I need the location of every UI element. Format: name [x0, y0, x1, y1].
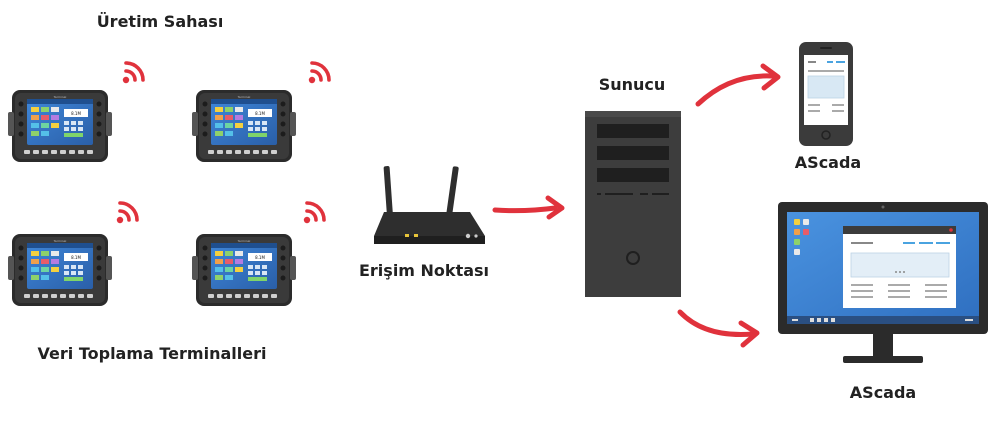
- terminal-brand-label: Terminal: [53, 239, 67, 243]
- terminal-brand-label: Terminal: [53, 95, 67, 99]
- wifi-signal-icon: [123, 63, 143, 83]
- wifi-signal-icon: [117, 203, 137, 223]
- terminal-readout: 8.1M: [255, 255, 265, 260]
- wifi-signal-icon: [309, 63, 329, 83]
- terminal-readout: 8.1M: [71, 111, 81, 116]
- ascada-mobile-label: AScada: [795, 153, 861, 172]
- ascada-desktop-label: AScada: [850, 383, 916, 402]
- wifi-signal-icon: [304, 203, 324, 223]
- terminal-bottom-left: Terminal 8.1M: [8, 234, 112, 306]
- arrow-icon: [495, 208, 555, 211]
- terminal-top-right: Terminal 8.1M: [192, 90, 296, 162]
- server-tower-icon: [585, 111, 681, 297]
- smartphone-icon: [799, 42, 853, 146]
- arrow-icon: [698, 76, 772, 104]
- production-area-label: Üretim Sahası: [97, 12, 224, 31]
- terminal-top-left: Terminal 8.1M: [8, 90, 112, 162]
- terminals-label: Veri Toplama Terminalleri: [38, 344, 267, 363]
- server-label: Sunucu: [599, 75, 666, 94]
- terminal-brand-label: Terminal: [237, 239, 251, 243]
- access-point-label: Erişim Noktası: [359, 261, 489, 280]
- terminal-readout: 8.1M: [255, 111, 265, 116]
- desktop-monitor-icon: [778, 202, 988, 363]
- router-icon: [374, 166, 485, 244]
- terminal-readout: 8.1M: [71, 255, 81, 260]
- terminal-brand-label: Terminal: [237, 95, 251, 99]
- terminal-bottom-right: Terminal 8.1M: [192, 234, 296, 306]
